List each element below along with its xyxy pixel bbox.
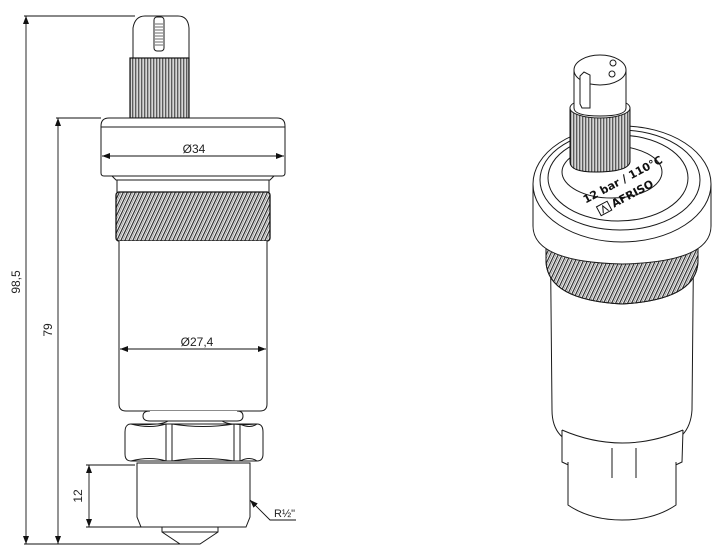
dim-thread-length: 12 bbox=[71, 489, 85, 503]
neck-ring bbox=[142, 410, 244, 422]
knurled-band bbox=[115, 191, 271, 242]
main-body bbox=[118, 241, 268, 412]
dim-overall-height: 98,5 bbox=[9, 270, 23, 294]
isometric-view bbox=[532, 54, 712, 521]
nozzle-tip bbox=[161, 526, 219, 545]
valve-cap-tip bbox=[132, 15, 190, 59]
dim-cap-diameter: Ø34 bbox=[183, 142, 206, 156]
dim-body-diameter: Ø27,4 bbox=[181, 335, 214, 349]
thread-section bbox=[136, 462, 251, 528]
cap-ring bbox=[100, 117, 286, 177]
afriso-logo-icon bbox=[602, 204, 609, 214]
hex-nut bbox=[124, 420, 264, 462]
dimension-lines bbox=[23, 15, 296, 545]
dim-thread-spec: R½" bbox=[274, 508, 295, 520]
dim-body-height: 79 bbox=[41, 323, 55, 337]
front-view bbox=[100, 15, 286, 545]
knurled-stem bbox=[129, 57, 190, 119]
